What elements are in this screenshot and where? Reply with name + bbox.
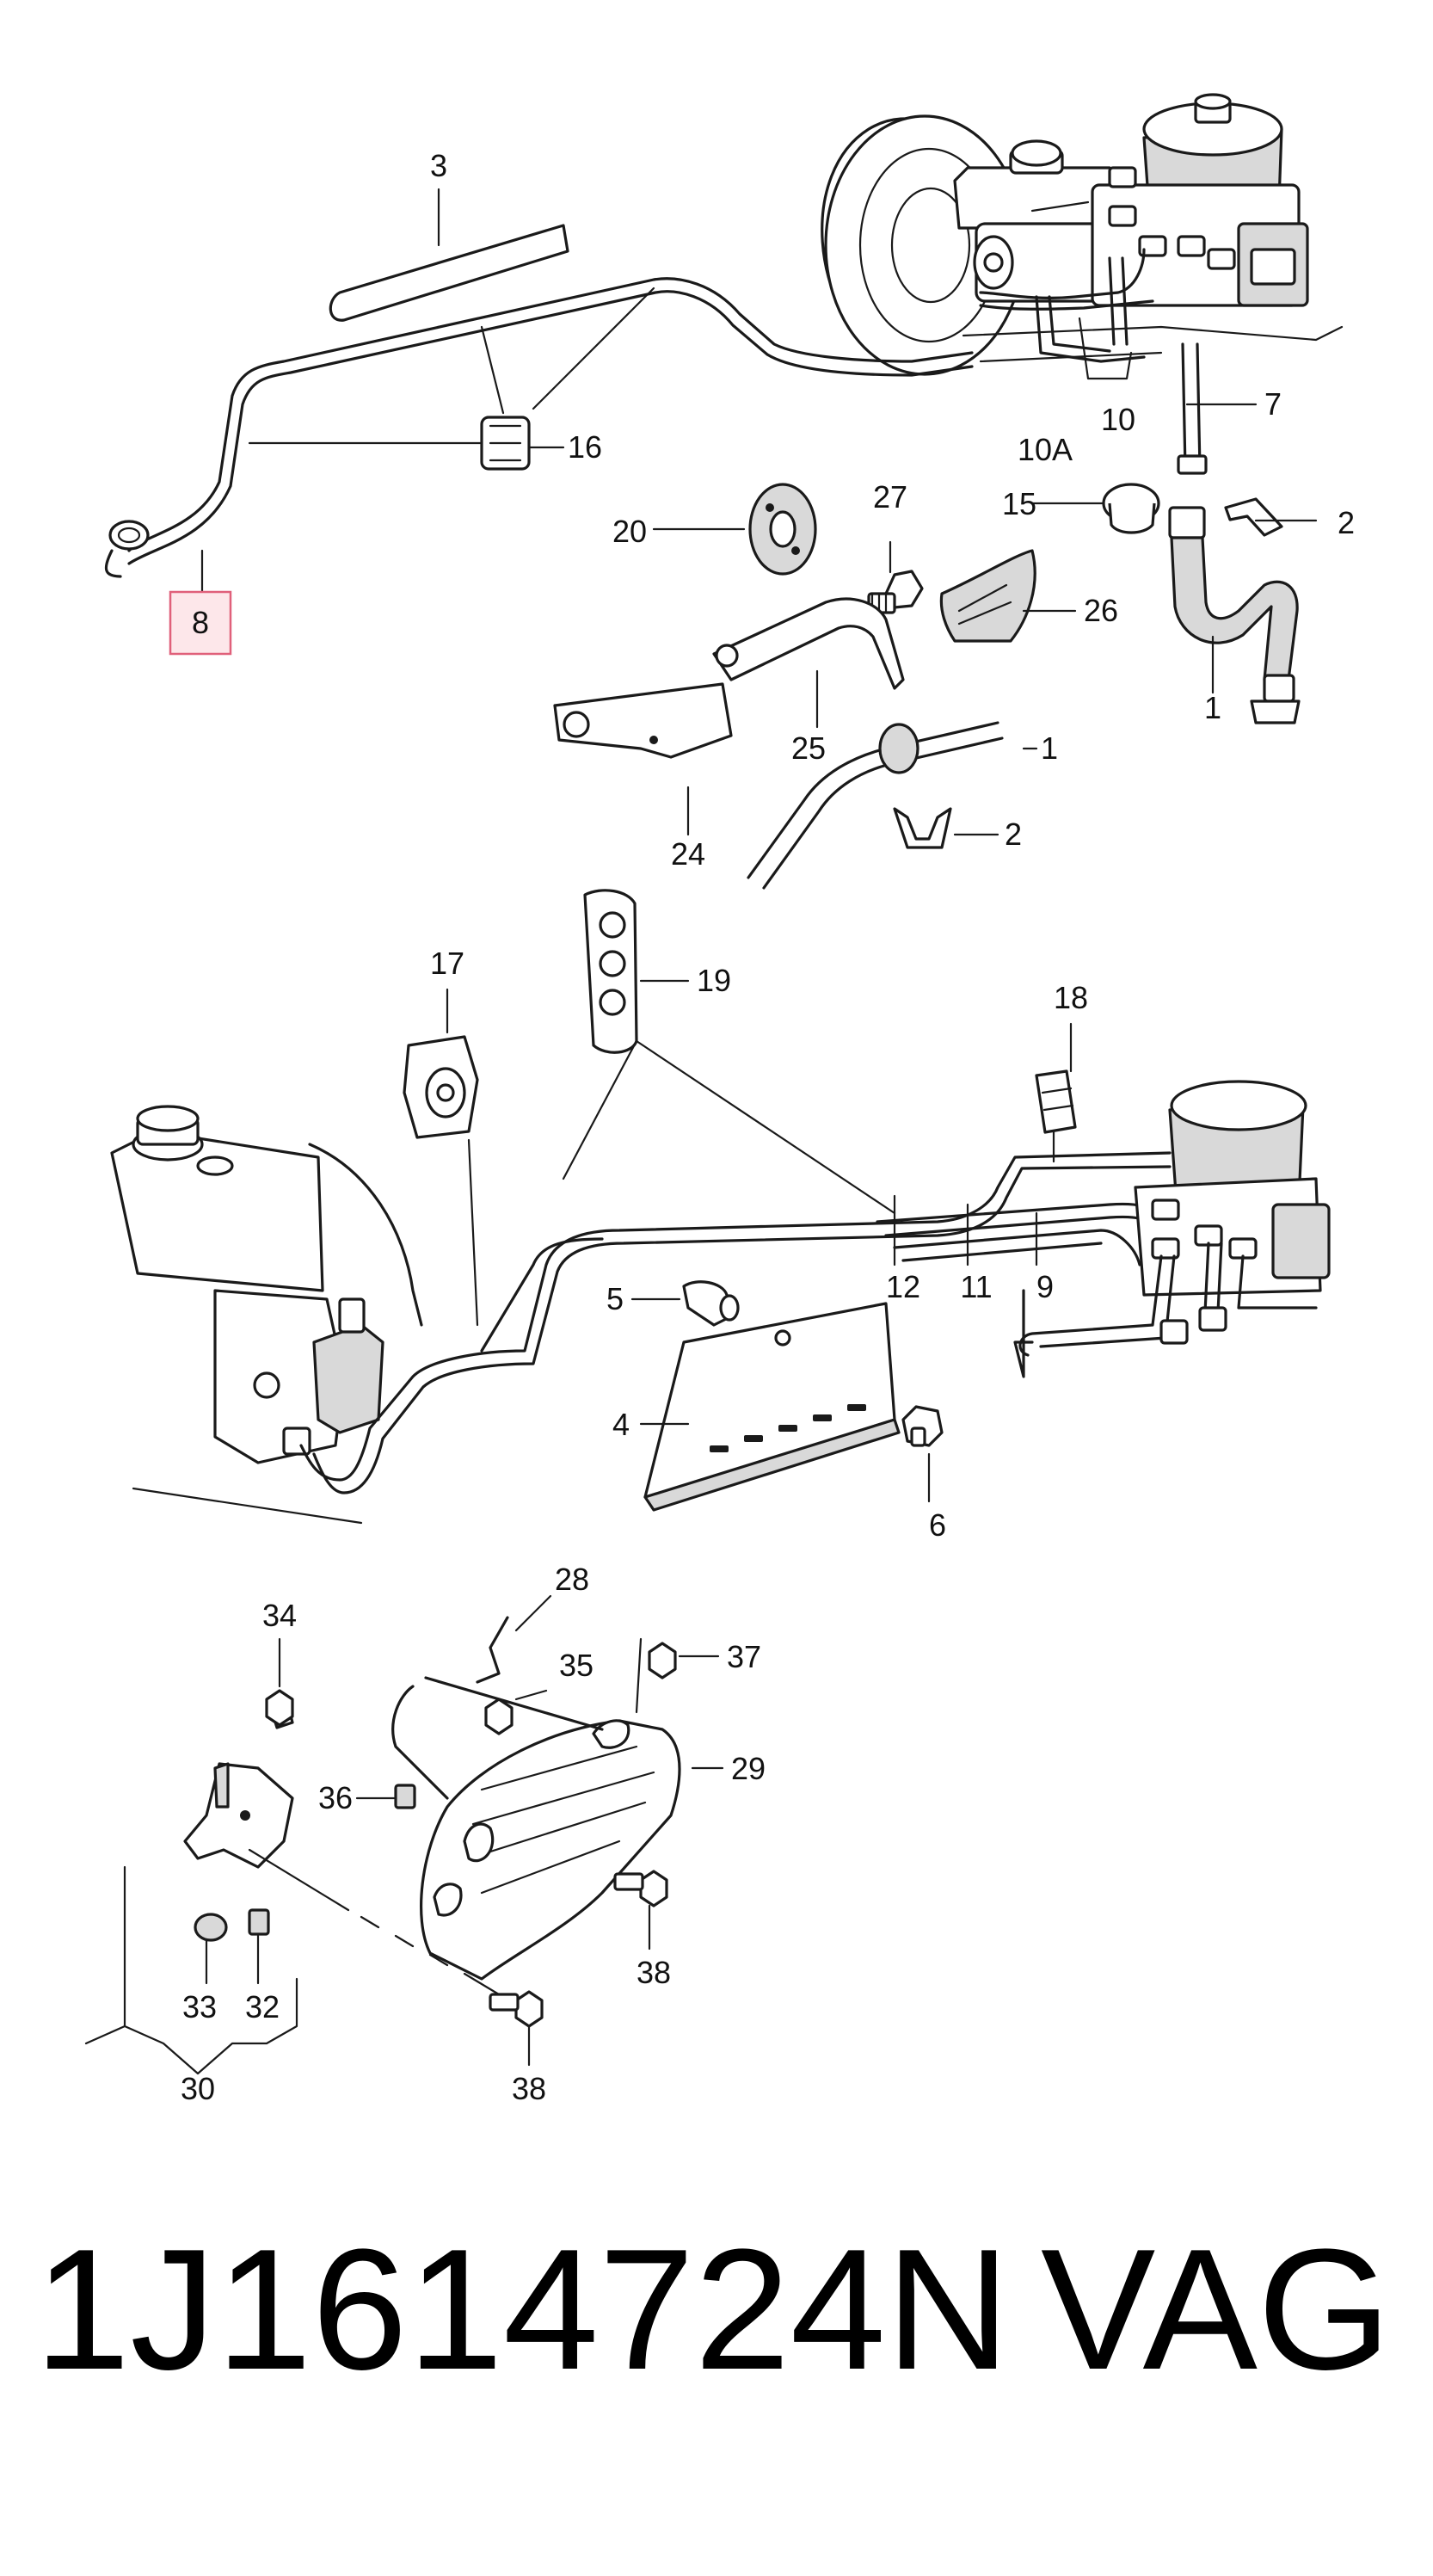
clip-2-middle — [893, 807, 952, 849]
callout-label-7: 7 — [1264, 386, 1282, 422]
bolt-27 — [867, 570, 924, 614]
callout-label-11: 11 — [960, 1269, 992, 1304]
bracket-24 — [553, 682, 733, 759]
callout-label-3: 3 — [430, 148, 447, 183]
pipe-clip-17 — [403, 1035, 479, 1139]
brace-lines-30 — [84, 1848, 501, 2075]
callout-label-16: 16 — [568, 429, 602, 465]
callout-label-28: 28 — [555, 1562, 589, 1597]
brand-text: VAG — [1041, 2214, 1392, 2406]
callout-label-1-right: 1 — [1204, 690, 1221, 725]
callout-label-36: 36 — [318, 1780, 353, 1815]
nuts-and-clips-34-35-36-37 — [265, 1637, 677, 1809]
callout-label-20: 20 — [612, 514, 647, 549]
bracket-5 — [682, 1280, 740, 1327]
brake-booster-assembly-top — [821, 93, 1344, 376]
callout-label-24: 24 — [671, 836, 705, 872]
guide-wire-28 — [391, 1616, 604, 1800]
callout-label-25: 25 — [791, 730, 826, 766]
callout-label-38-bottom: 38 — [512, 2071, 546, 2106]
callout-label-4: 4 — [612, 1407, 630, 1442]
callout-label-1-middle: 1 — [1041, 730, 1058, 766]
heat-shield-29 — [419, 1719, 681, 1981]
bracket-25 — [712, 597, 905, 690]
part-number-text: 1J1614724N — [34, 2214, 1011, 2406]
callout-label-26: 26 — [1084, 593, 1118, 628]
clip-2-top — [1224, 497, 1283, 537]
abs-unit-middle — [1018, 1080, 1331, 1357]
bolt-6 — [901, 1405, 944, 1447]
pipe-clip-19 — [583, 889, 638, 1054]
callout-label-37: 37 — [727, 1639, 761, 1674]
callout-label-18: 18 — [1054, 980, 1088, 1015]
callout-label-8: 8 — [192, 605, 209, 640]
callout-8-highlight-box — [169, 590, 232, 656]
callout-label-10A: 10A — [1018, 432, 1073, 467]
retaining-bracket-30 — [183, 1704, 294, 1942]
grommet-20 — [748, 483, 817, 576]
callout-label-29: 29 — [731, 1751, 766, 1786]
callout-label-32: 32 — [245, 1989, 280, 2024]
callout-label-5: 5 — [606, 1281, 624, 1316]
pipe-clip-18 — [1035, 1069, 1077, 1134]
brake-pipe-1-middle — [747, 721, 1004, 890]
callout-label-6: 6 — [929, 1507, 946, 1543]
cap-15 — [1102, 483, 1160, 534]
callout-label-19: 19 — [697, 963, 731, 998]
brake-pipe-8 — [104, 277, 974, 578]
brake-hose-1-right — [1168, 506, 1301, 724]
callout-label-17: 17 — [430, 946, 464, 981]
callout-leader-lines — [200, 188, 1318, 2067]
callout-label-34: 34 — [262, 1598, 297, 1633]
brake-booster-assembly-middle — [110, 1105, 423, 1525]
clip-strip-3 — [329, 224, 569, 322]
callout-label-2-top: 2 — [1338, 505, 1355, 540]
callout-label-35: 35 — [559, 1648, 593, 1683]
callout-label-9: 9 — [1036, 1269, 1054, 1304]
heat-shield-4 — [643, 1302, 901, 1512]
callout-labels: 3 16 10A 10 7 15 2 20 27 26 1 8 1 25 2 2… — [169, 148, 1355, 2106]
callout-label-10: 10 — [1101, 402, 1135, 437]
callout-label-30: 30 — [181, 2071, 215, 2106]
protector-26 — [939, 549, 1036, 643]
pipe-clip-16 — [480, 416, 531, 471]
callout-label-38-right: 38 — [637, 1955, 671, 1990]
callout-label-12: 12 — [886, 1269, 920, 1304]
callout-label-27: 27 — [873, 479, 907, 515]
bolts-38 — [489, 1870, 668, 2028]
callout-label-33: 33 — [182, 1989, 217, 2024]
callout-label-2-middle: 2 — [1005, 817, 1022, 852]
brake-hose-7 — [1177, 342, 1208, 475]
callout-label-15: 15 — [1002, 486, 1036, 521]
